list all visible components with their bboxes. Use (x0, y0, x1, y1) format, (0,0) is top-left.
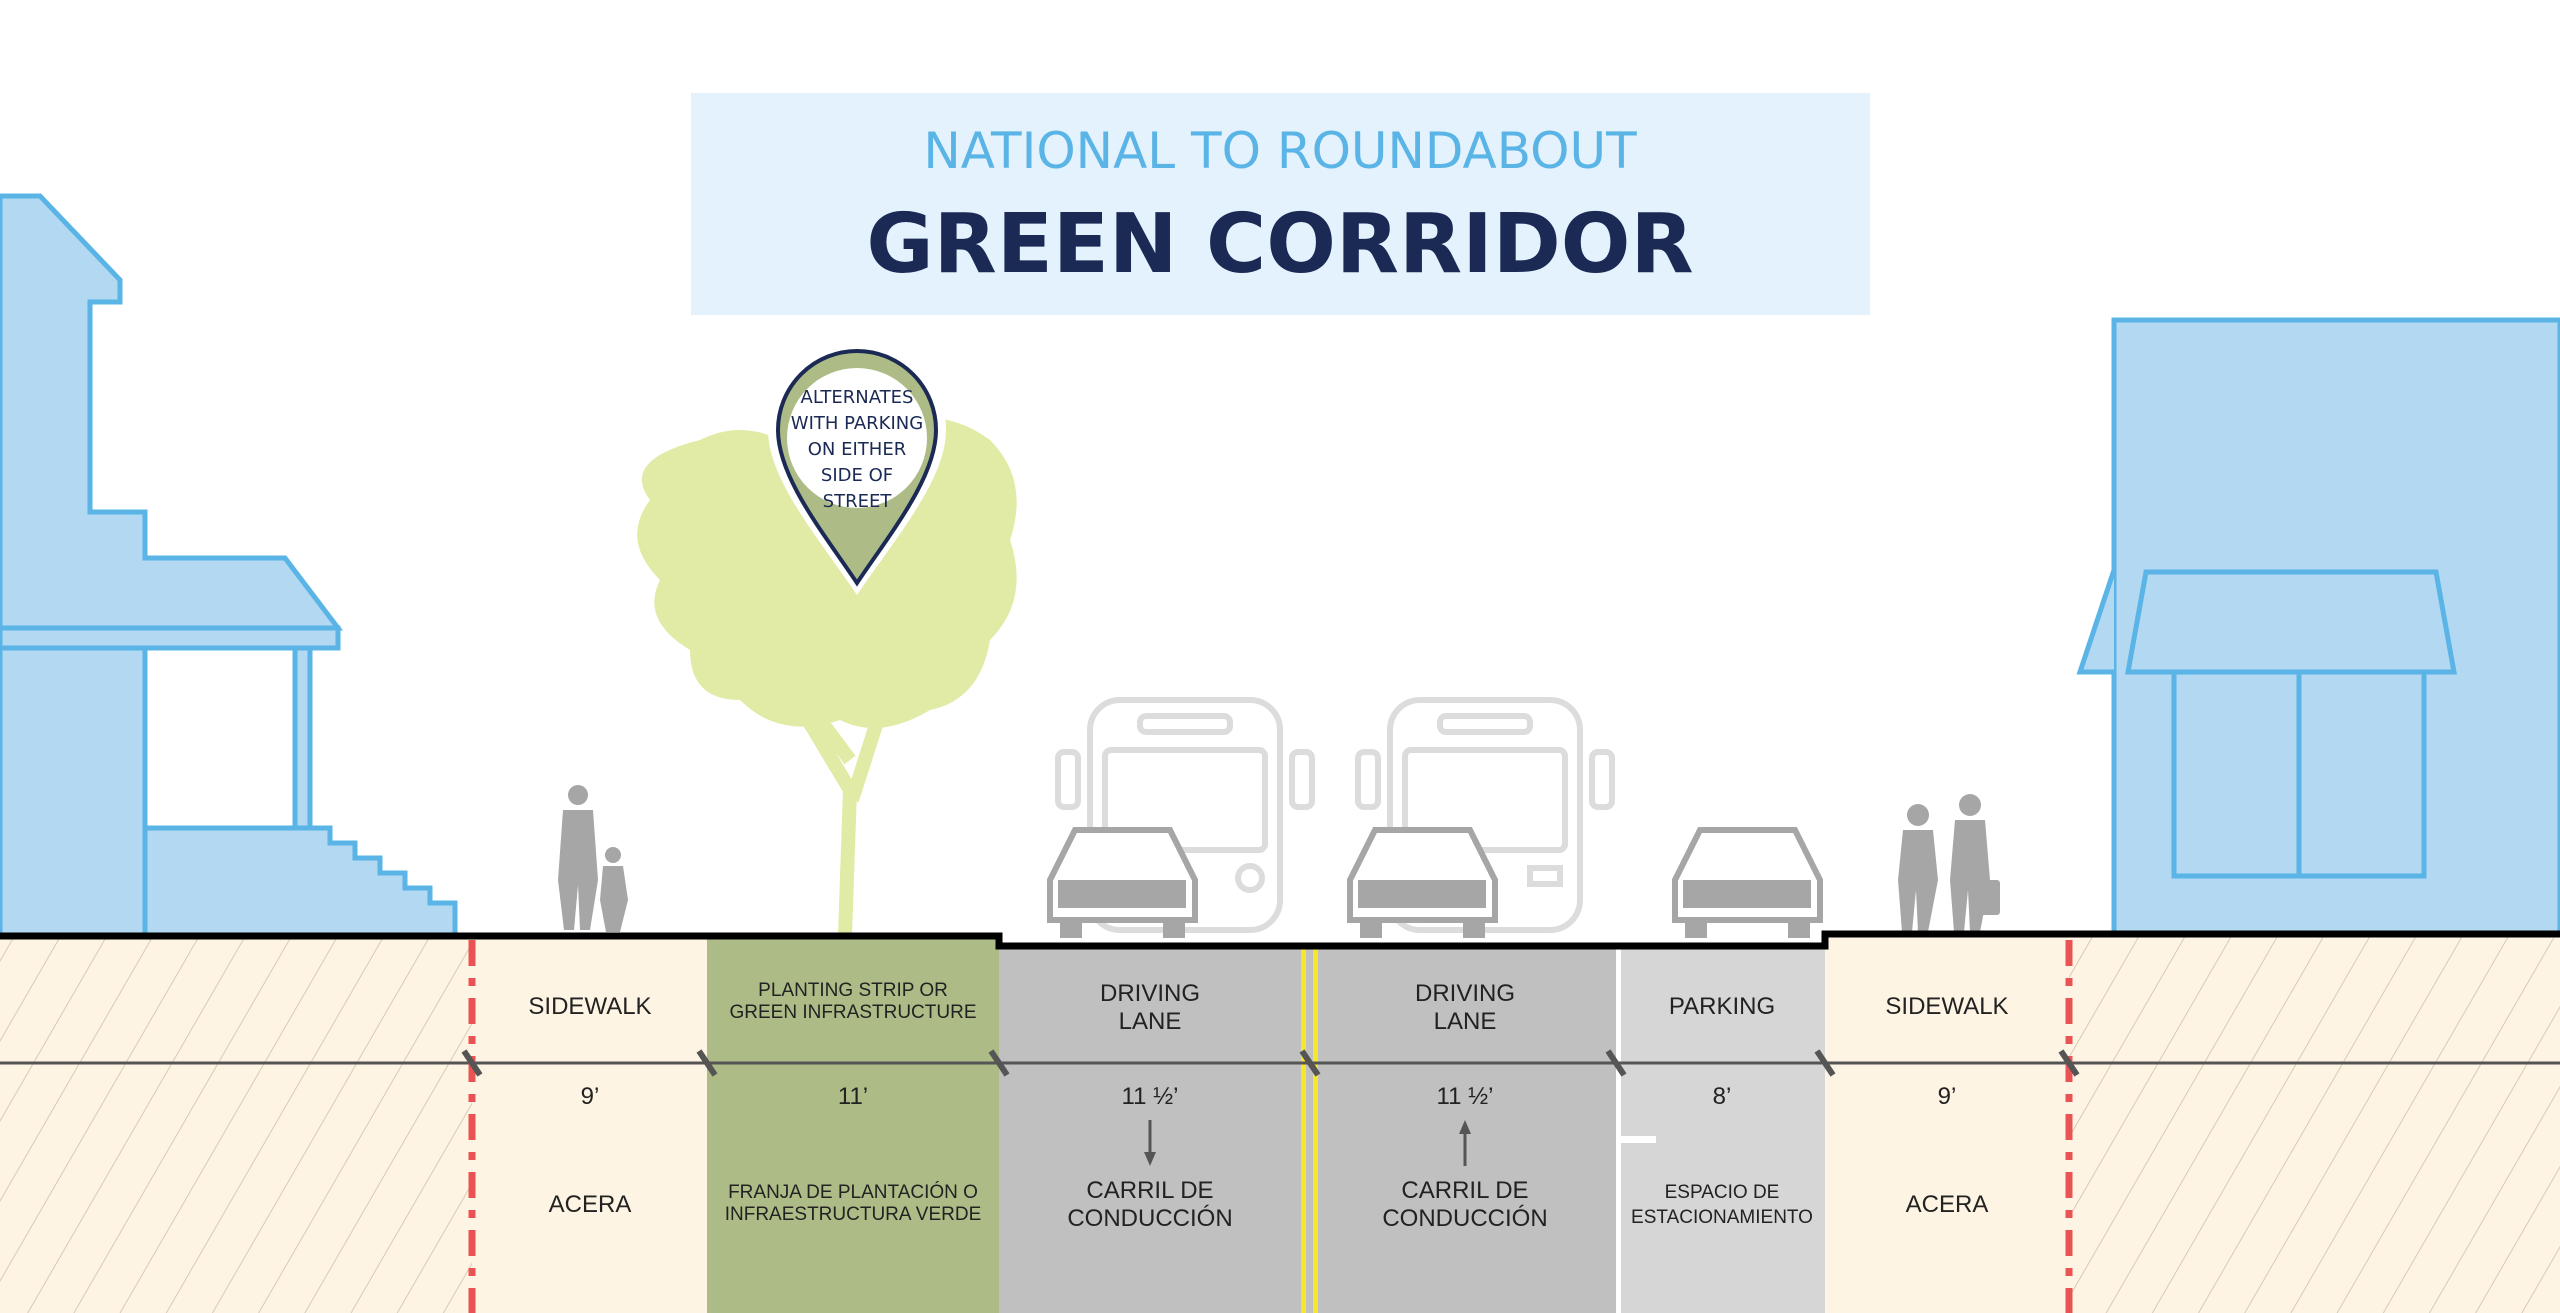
dimension-ticks (461, 1049, 2080, 1077)
callout-text-line: WITH PARKING (791, 413, 923, 434)
callout-text-line: ON EITHER (808, 439, 906, 460)
car-1 (1047, 827, 1198, 938)
segment-labels: SIDEWALK 9’ ACERA PLANTING STRIP OR GREE… (528, 980, 2008, 1232)
segment-name: GREEN INFRASTRUCTURE (729, 1002, 976, 1023)
segment-name: DRIVING (1100, 980, 1200, 1007)
segment-sidewalk-left (472, 936, 707, 1313)
segment-sidewalk-right (1825, 936, 2069, 1313)
segment-width: 11 ½’ (1437, 1083, 1494, 1110)
segment-name-spanish: CONDUCCIÓN (1382, 1205, 1547, 1232)
segment-name-spanish: CONDUCCIÓN (1067, 1205, 1232, 1232)
segment-name-spanish: CARRIL DE (1401, 1177, 1528, 1204)
center-line (1301, 944, 1306, 1313)
segment-planting-strip (707, 936, 999, 1313)
segment-name: PLANTING STRIP OR (758, 980, 948, 1001)
cross-section-ground (0, 930, 2560, 1313)
right-building (2076, 317, 2560, 938)
arrow-down-icon (1144, 1120, 1156, 1166)
segment-width: 11 ½’ (1122, 1083, 1179, 1110)
segment-name-spanish: FRANJA DE PLANTACIÓN O (728, 1181, 978, 1203)
callout-text-line: STREET (823, 491, 893, 512)
segment-width: 11’ (838, 1083, 868, 1110)
callout-text-line: SIDE OF (821, 465, 893, 486)
segment-name-spanish: CARRIL DE (1086, 1177, 1213, 1204)
private-property-left (0, 936, 472, 1313)
arrow-up-icon (1459, 1120, 1471, 1166)
segment-name: LANE (1434, 1008, 1497, 1035)
segment-name: DRIVING (1415, 980, 1515, 1007)
page-title: GREEN CORRIDOR (866, 197, 1693, 292)
segment-name: PARKING (1669, 993, 1775, 1020)
pedestrian-couple (1898, 794, 2000, 932)
segment-name-spanish: ESTACIONAMIENTO (1631, 1207, 1813, 1228)
segment-name: LANE (1119, 1008, 1182, 1035)
callout-text-line: ALTERNATES (801, 387, 914, 408)
segment-width: 8’ (1713, 1083, 1732, 1110)
title-subtitle: NATIONAL TO ROUNDABOUT (923, 122, 1637, 180)
callout-pin: ALTERNATES WITH PARKING ON EITHER SIDE O… (768, 341, 946, 595)
private-property-right (2069, 936, 2560, 1313)
segment-name-spanish: ACERA (1906, 1191, 1989, 1218)
pedestrian-adult-child (558, 785, 628, 932)
segment-name-spanish: ESPACIO DE (1665, 1182, 1780, 1203)
segment-width: 9’ (581, 1083, 600, 1110)
segment-name: SIDEWALK (528, 993, 651, 1020)
car-2 (1347, 827, 1498, 938)
title-banner: NATIONAL TO ROUNDABOUT GREEN CORRIDOR (691, 93, 1870, 315)
segment-name: SIDEWALK (1885, 993, 2008, 1020)
segment-name-spanish: INFRAESTRUCTURA VERDE (725, 1204, 982, 1225)
left-building (0, 193, 458, 938)
segment-name-spanish: ACERA (549, 1191, 632, 1218)
segment-parking (1616, 944, 1825, 1313)
ground-profile-line (0, 930, 2560, 950)
parked-car (1672, 827, 1823, 938)
segment-width: 9’ (1938, 1083, 1957, 1110)
